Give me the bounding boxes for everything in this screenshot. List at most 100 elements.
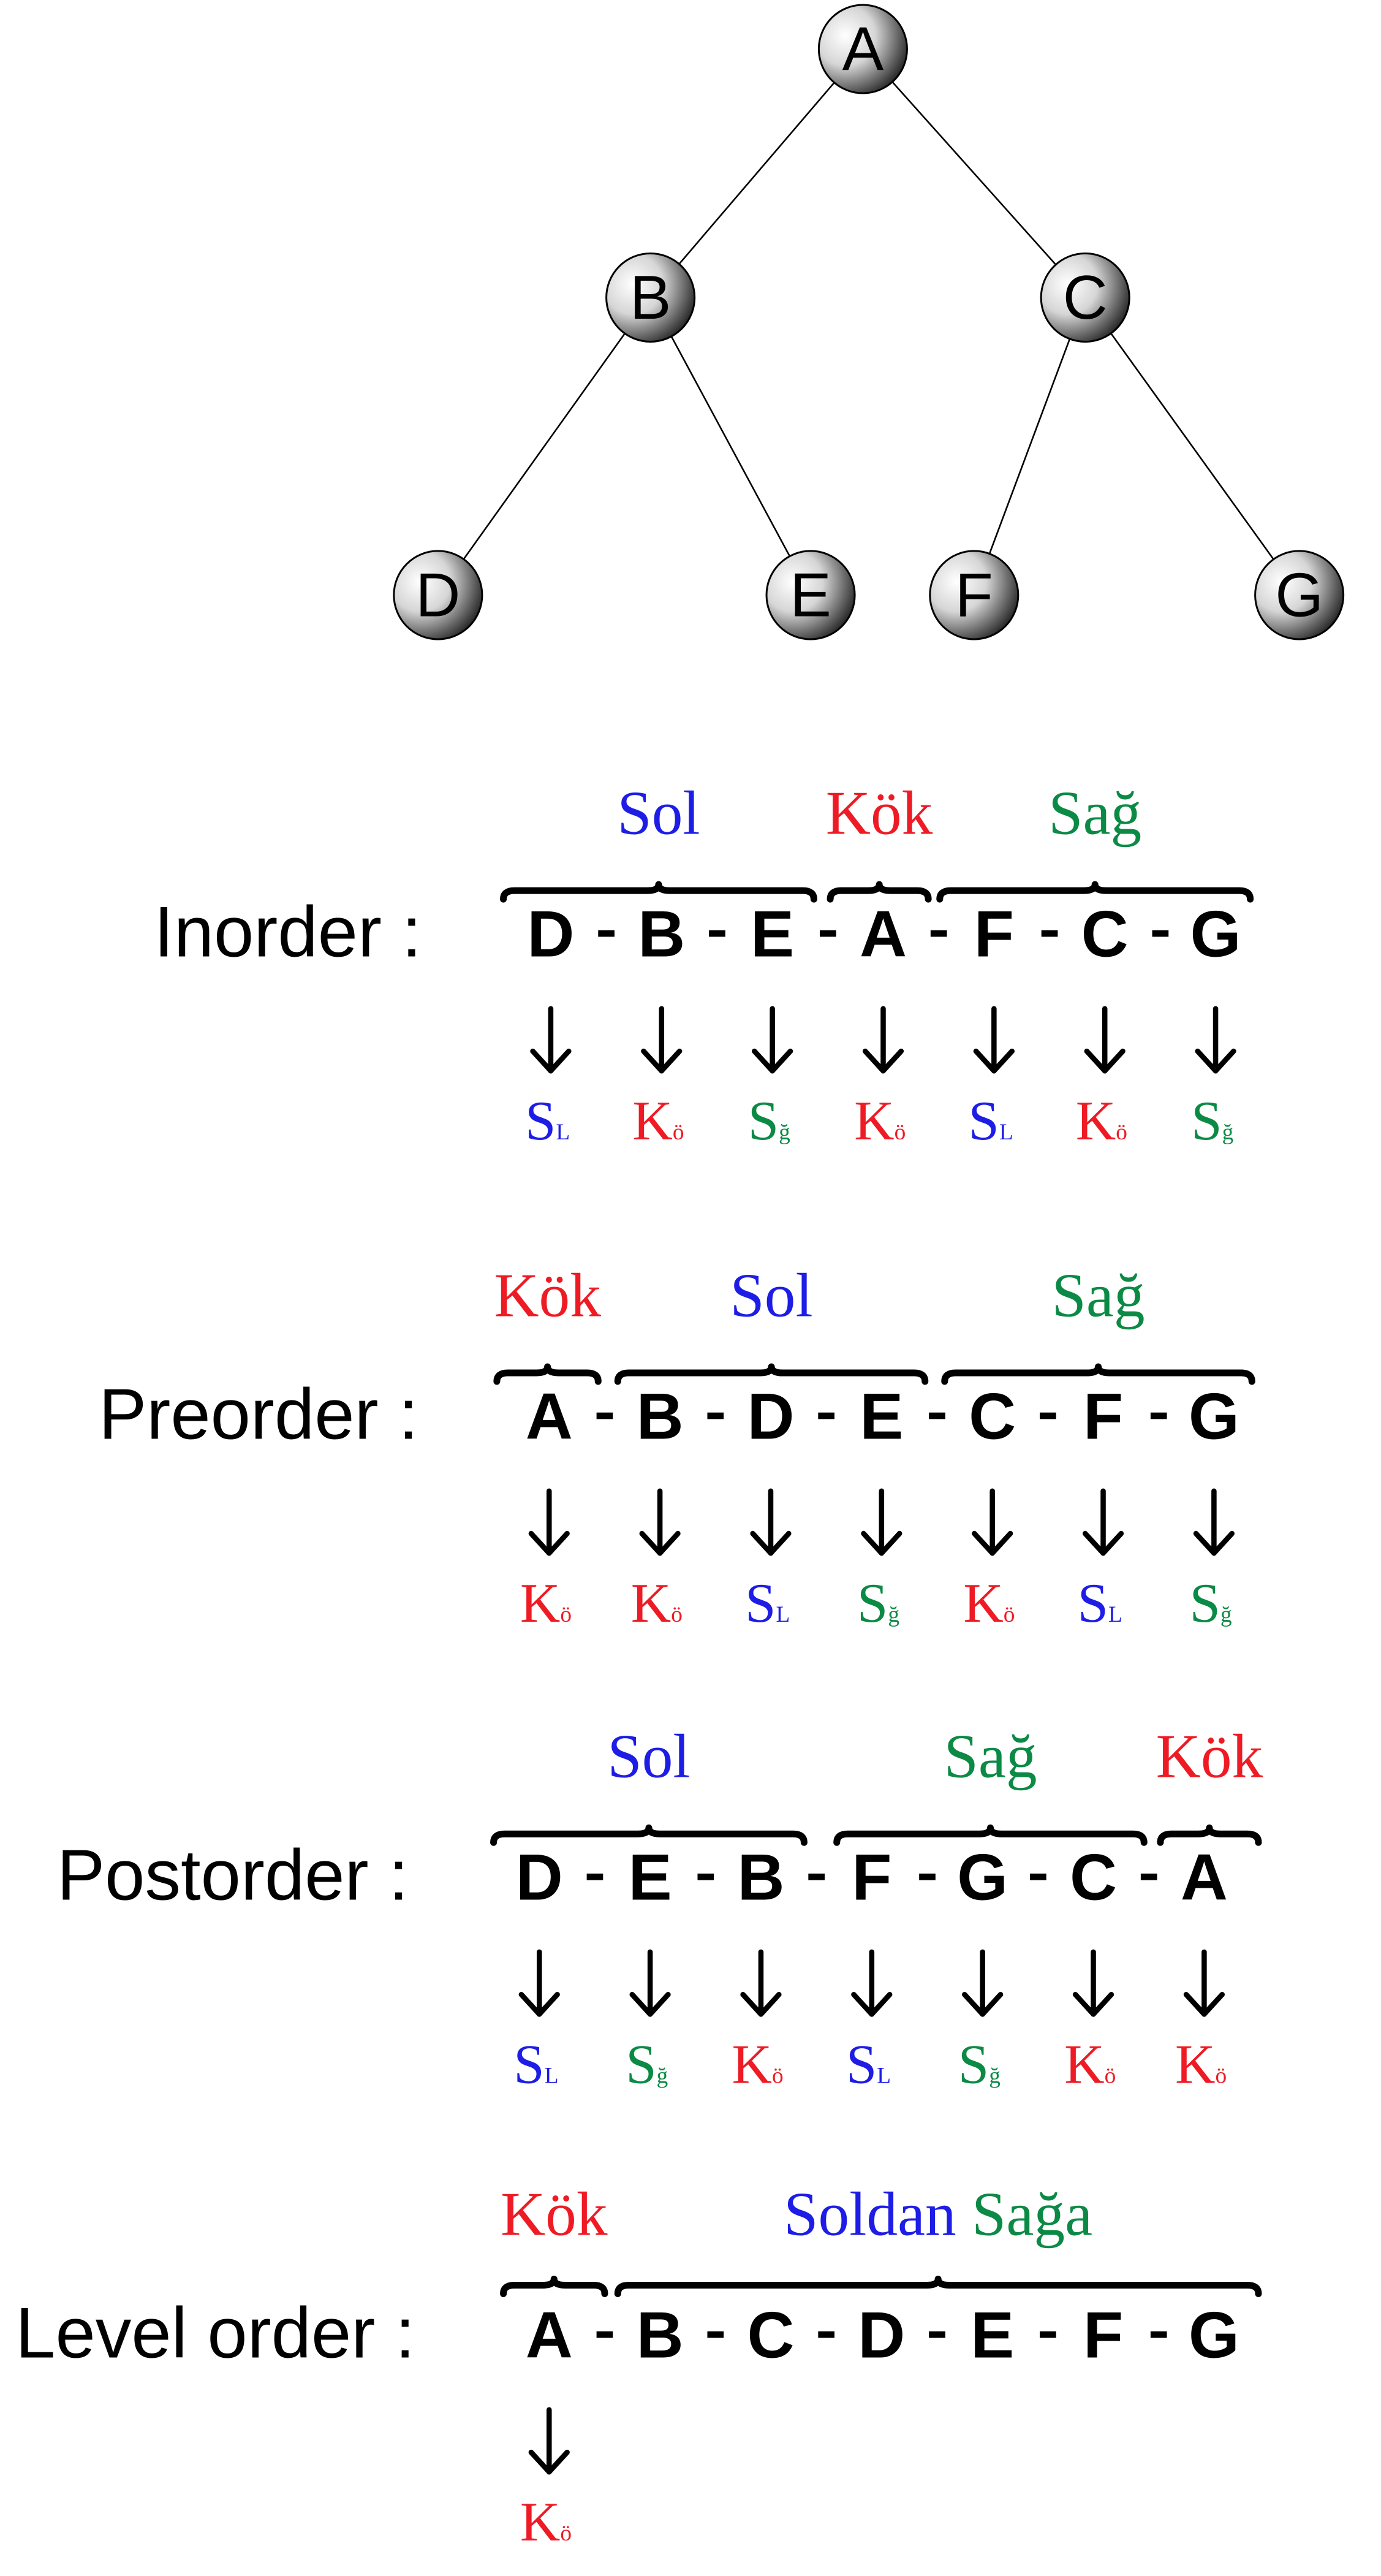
- down-arrow-icon: [972, 1488, 1013, 1556]
- sequence-node: E: [629, 1841, 672, 1914]
- sequence-node: E: [751, 897, 794, 970]
- sequence-node: F: [1083, 2298, 1123, 2371]
- node-role-tag-sub: ö: [673, 1120, 684, 1145]
- brace-label: Soldan Sağa: [784, 2179, 1092, 2248]
- node-role-tag-sub: ö: [1116, 1120, 1127, 1145]
- node-role-tag: Kö: [963, 1572, 1015, 1634]
- node-role-tag-main: K: [1064, 2033, 1105, 2095]
- sequence-separator: [1040, 1412, 1056, 1419]
- sequence-separator: [808, 1873, 825, 1880]
- sequence-node: C: [747, 2298, 794, 2371]
- brace-label: Sol: [617, 778, 700, 847]
- sequence-node: D: [858, 2298, 905, 2371]
- brace-label-part: Sağa: [972, 2179, 1092, 2248]
- node-role-tag-main: S: [626, 2033, 656, 2095]
- brace-label: Sağ: [1052, 1261, 1145, 1329]
- tree-edge-c-g: [1084, 297, 1300, 596]
- tree-node-g: G: [1254, 550, 1345, 640]
- brace-label: Kök: [826, 778, 933, 847]
- brace: [941, 1363, 1255, 1385]
- node-role-tag-main: K: [963, 1572, 1004, 1634]
- node-role-tag: Kö: [520, 1572, 572, 1634]
- tree-edge-b-e: [649, 297, 812, 596]
- node-role-tag-sub: L: [776, 1602, 790, 1627]
- sequence-separator: [586, 1873, 603, 1880]
- tree-node-e: E: [765, 550, 856, 640]
- node-role-tag-main: S: [1078, 1572, 1108, 1634]
- node-role-tag-main: K: [732, 2033, 773, 2095]
- tree-node-circle: [393, 550, 483, 640]
- node-role-tag-main: K: [1175, 2033, 1216, 2095]
- tree-node-label: G: [1275, 561, 1323, 630]
- tree-node-label: D: [415, 561, 460, 630]
- brace: [490, 1824, 808, 1846]
- sequence-node: A: [860, 897, 907, 970]
- section-title: Inorder :: [154, 891, 422, 971]
- tree-edge-a-c: [862, 48, 1086, 298]
- sequence-separator: [1140, 1873, 1157, 1880]
- brace-label: Sağ: [944, 1722, 1037, 1791]
- brace: [500, 881, 817, 903]
- section-title: Level order :: [15, 2292, 415, 2373]
- down-arrow-icon: [641, 1006, 683, 1074]
- node-role-tag: Kö: [632, 1090, 684, 1152]
- node-role-tag: Kö: [520, 2491, 572, 2553]
- node-role-tag-sub: ğ: [888, 1602, 899, 1627]
- tree-node-c: C: [1040, 252, 1130, 343]
- brace: [614, 2275, 1262, 2297]
- sequence-separator: [1041, 930, 1058, 937]
- binary-tree: A B C D E F G: [393, 4, 1345, 640]
- brace: [936, 881, 1254, 903]
- sequence-node: F: [974, 897, 1014, 970]
- node-role-tag: Sğ: [748, 1090, 790, 1152]
- node-role-tag-sub: ö: [1105, 2063, 1116, 2088]
- node-role-tag: Sğ: [857, 1572, 899, 1634]
- sequence-separator: [707, 1412, 724, 1419]
- node-role-tag: SL: [1078, 1572, 1122, 1634]
- node-role-tag-sub: ğ: [1222, 1120, 1234, 1145]
- down-arrow-icon: [861, 1488, 902, 1556]
- node-role-tag-main: K: [520, 1572, 561, 1634]
- brace-label-space: [956, 2179, 972, 2248]
- sequence-separator: [1150, 1412, 1167, 1419]
- node-role-tag-sub: ö: [1004, 1602, 1015, 1627]
- down-arrow-icon: [528, 1488, 570, 1556]
- tree-node-label: F: [955, 561, 993, 630]
- sequence-separator: [596, 2331, 613, 2338]
- node-role-tag: Kö: [854, 1090, 906, 1152]
- sequence-node: B: [637, 1379, 684, 1453]
- tree-node-f: F: [929, 550, 1020, 640]
- tree-node-label: C: [1063, 263, 1108, 332]
- sequence-separator: [1152, 930, 1169, 937]
- tree-edge-c-f: [973, 297, 1086, 596]
- node-role-tag-sub: L: [999, 1120, 1013, 1145]
- node-role-tag: SL: [525, 1090, 570, 1152]
- node-role-tag-main: S: [748, 1090, 779, 1152]
- node-role-tag-sub: ö: [671, 1602, 683, 1627]
- down-arrow-icon: [752, 1006, 793, 1074]
- brace: [500, 2275, 608, 2297]
- brace-label: Kök: [494, 1261, 601, 1329]
- node-role-tag: Kö: [732, 2033, 784, 2095]
- tree-node-a: A: [817, 4, 908, 94]
- brace-label-part: Soldan: [784, 2179, 956, 2248]
- down-arrow-icon: [1193, 1488, 1235, 1556]
- brace-label: Sol: [730, 1261, 812, 1329]
- tree-node-circle: [929, 550, 1020, 640]
- node-role-tag: Sğ: [1189, 1572, 1232, 1634]
- sequence-separator: [818, 2331, 835, 2338]
- node-role-tag-sub: ğ: [989, 2063, 1001, 2088]
- sequence-separator: [697, 1873, 714, 1880]
- brace-label: Kök: [1156, 1722, 1263, 1791]
- sequence-node: D: [747, 1379, 794, 1453]
- down-arrow-icon: [528, 2407, 570, 2475]
- brace: [833, 1824, 1148, 1846]
- down-arrow-icon: [740, 1949, 782, 2017]
- tree-node-b: B: [605, 252, 696, 343]
- down-arrow-icon: [962, 1949, 1004, 2017]
- sequence-node: E: [860, 1379, 903, 1453]
- sequence-separator: [929, 2331, 945, 2338]
